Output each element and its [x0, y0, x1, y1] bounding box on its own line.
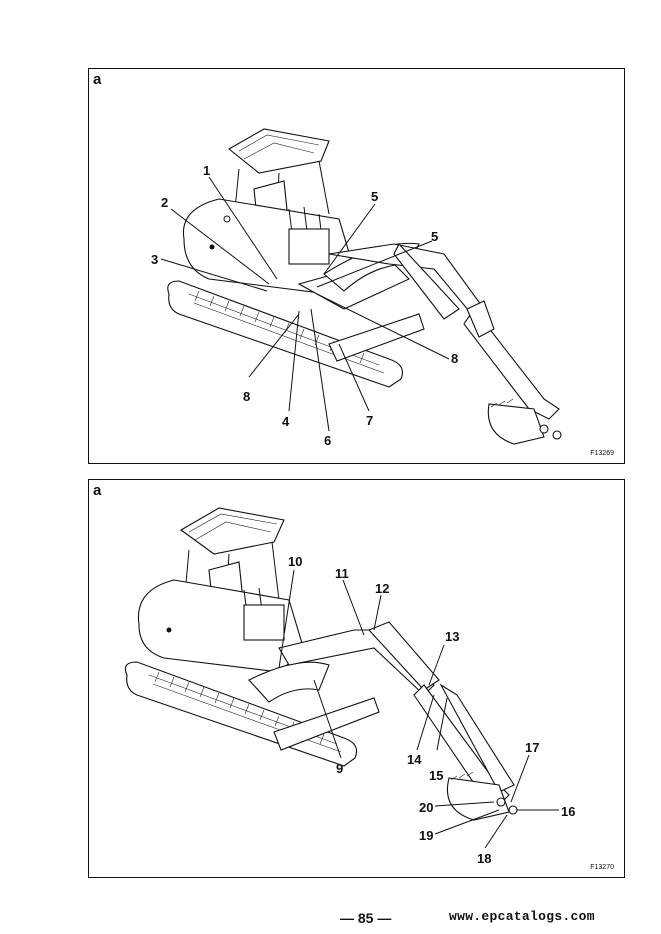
callout-13: 13 — [445, 629, 459, 644]
callout-11: 11 — [335, 566, 349, 581]
callout-3: 3 — [151, 252, 158, 267]
callout-1: 1 — [203, 163, 210, 178]
callout-10: 10 — [288, 554, 302, 569]
panel-label: a — [93, 71, 102, 88]
callout-15: 15 — [429, 768, 443, 783]
panel-label: a — [93, 482, 102, 499]
excavator-illustration-bottom: 10 11 12 13 9 14 15 17 16 20 19 18 — [124, 507, 575, 866]
callout-8b: 8 — [243, 389, 250, 404]
figure-panel-top: a — [88, 68, 625, 464]
excavator-illustration-top: 1 2 3 5 5 8 8 4 6 7 — [151, 128, 562, 448]
callout-17: 17 — [525, 740, 539, 755]
callout-20: 20 — [419, 800, 433, 815]
callout-6: 6 — [324, 433, 331, 448]
callout-5b: 5 — [431, 229, 438, 244]
figure-code: F13270 — [590, 864, 614, 871]
callout-7: 7 — [366, 413, 373, 428]
figure-code: F13269 — [590, 450, 614, 457]
callout-5a: 5 — [371, 189, 378, 204]
callout-12: 12 — [375, 581, 389, 596]
callout-18: 18 — [477, 851, 491, 866]
figure-panel-bottom: a — [88, 479, 625, 878]
callout-19: 19 — [419, 828, 433, 843]
watermark-text: www.epcatalogs.com — [449, 909, 595, 924]
page-number: — 85 — — [340, 910, 392, 926]
callout-2: 2 — [161, 195, 168, 210]
callout-14: 14 — [407, 752, 422, 767]
callout-9: 9 — [336, 761, 343, 776]
callout-4: 4 — [282, 414, 290, 429]
callout-8a: 8 — [451, 351, 458, 366]
callout-16: 16 — [561, 804, 575, 819]
